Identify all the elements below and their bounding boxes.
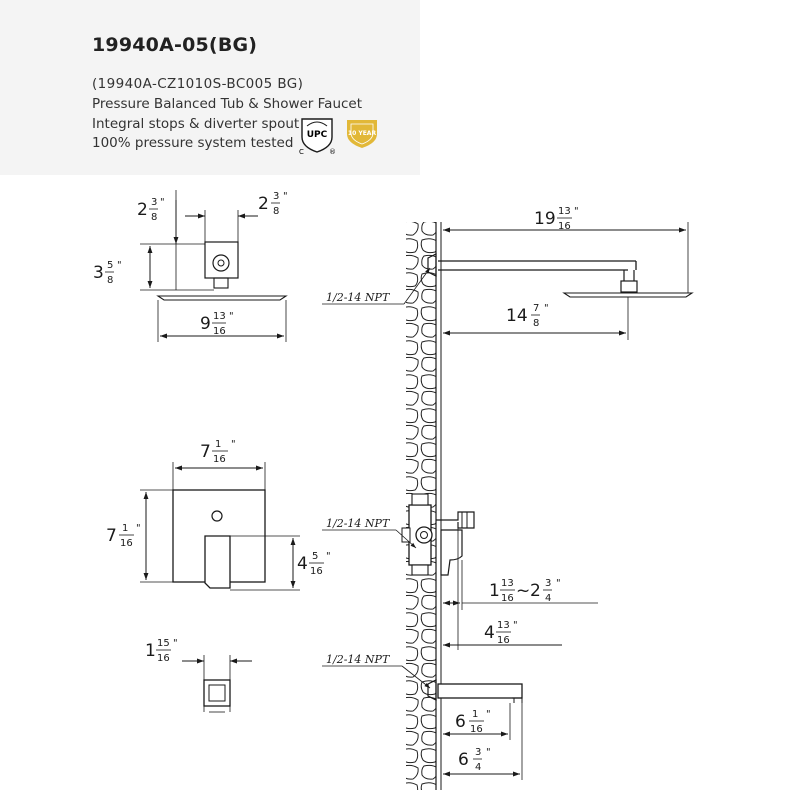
tub-spout xyxy=(427,679,523,780)
upc-cert-icon: UPC C ® xyxy=(299,118,336,155)
svg-text:13: 13 xyxy=(497,620,510,631)
dim-trim-width: 7 1 16 " xyxy=(200,439,236,465)
svg-text:9: 9 xyxy=(200,314,211,334)
upc-cert-registered: ® xyxy=(329,148,336,155)
dim-spout-short: 6 1 16 " xyxy=(455,709,491,735)
svg-text:14: 14 xyxy=(506,306,528,326)
svg-text:": " xyxy=(544,303,549,314)
svg-text:": " xyxy=(229,311,234,322)
dim-stop-width: 1 15 16 " xyxy=(145,638,178,664)
dim-spout-long: 6 3 4 " xyxy=(458,747,491,773)
svg-text:16: 16 xyxy=(213,454,226,465)
dim-handle-height: 4 5 16 " xyxy=(297,551,331,577)
svg-text:16: 16 xyxy=(501,593,514,604)
npt-callout-valve: 1/2-14 NPT xyxy=(322,517,417,549)
svg-text:8: 8 xyxy=(533,318,539,329)
dim-head-height: 3 5 8 " xyxy=(93,260,122,286)
dim-valve-depth: 1 13 16 ~ 2 3 4 " xyxy=(489,578,561,604)
model-code: (19940A-CZ1010S-BC005 BG) xyxy=(92,76,304,92)
svg-text:4: 4 xyxy=(484,623,495,643)
svg-text:1: 1 xyxy=(489,581,500,601)
header-panel: 19940A-05(BG) (19940A-CZ1010S-BC005 BG) … xyxy=(0,0,420,175)
svg-text:7: 7 xyxy=(533,303,539,314)
dim-handle-depth: 4 13 16 " xyxy=(484,620,518,646)
svg-text:8: 8 xyxy=(107,275,113,286)
svg-text:16: 16 xyxy=(310,566,323,577)
svg-text:1: 1 xyxy=(215,439,221,450)
svg-text:1: 1 xyxy=(145,641,156,661)
svg-text:13: 13 xyxy=(501,578,514,589)
dim-arm-length: 19 13 16 " xyxy=(534,206,579,232)
svg-text:6: 6 xyxy=(458,750,469,770)
svg-text:": " xyxy=(574,206,579,217)
svg-text:16: 16 xyxy=(213,326,226,337)
svg-text:4: 4 xyxy=(545,593,551,604)
svg-text:1/2-14 NPT: 1/2-14 NPT xyxy=(326,653,391,666)
npt-callout-spout: 1/2-14 NPT xyxy=(322,653,431,689)
product-description: Pressure Balanced Tub & Shower Faucet xyxy=(92,96,363,112)
dim-head-diameter: 9 13 16 " xyxy=(200,311,234,337)
svg-text:8: 8 xyxy=(151,212,157,223)
model-number: 19940A-05(BG) xyxy=(92,34,258,56)
svg-text:": " xyxy=(117,260,122,271)
svg-text:7: 7 xyxy=(106,526,117,546)
svg-text:": " xyxy=(283,191,288,202)
svg-text:7: 7 xyxy=(200,442,211,462)
svg-text:3: 3 xyxy=(475,747,481,758)
upc-cert-text: UPC xyxy=(307,130,328,140)
dim-head-top-width: 2 3 8 " xyxy=(258,191,288,217)
svg-text:": " xyxy=(486,747,491,758)
valve-body xyxy=(401,493,475,650)
svg-text:3: 3 xyxy=(151,197,157,208)
upc-cert-c: C xyxy=(299,148,304,155)
svg-text:8: 8 xyxy=(273,206,279,217)
svg-text:": " xyxy=(486,709,491,720)
svg-text:~: ~ xyxy=(516,581,530,601)
svg-text:2: 2 xyxy=(530,581,541,601)
shower-arm-assembly xyxy=(427,222,694,340)
svg-text:5: 5 xyxy=(107,260,113,271)
svg-text:15: 15 xyxy=(157,638,170,649)
svg-text:3: 3 xyxy=(273,191,279,202)
svg-text:1: 1 xyxy=(472,709,478,720)
valve-trim-plate xyxy=(140,462,300,591)
svg-text:13: 13 xyxy=(558,206,571,217)
feature-stops: Integral stops & diverter spout xyxy=(92,116,300,132)
svg-text:16: 16 xyxy=(157,653,170,664)
npt-callout-arm: 1/2-14 NPT xyxy=(322,267,431,305)
svg-text:4: 4 xyxy=(297,554,308,574)
svg-text:": " xyxy=(556,578,561,589)
svg-text:2: 2 xyxy=(258,194,269,214)
svg-text:1/2-14 NPT: 1/2-14 NPT xyxy=(326,291,391,304)
svg-text:1: 1 xyxy=(122,523,128,534)
svg-text:4: 4 xyxy=(475,762,481,773)
svg-text:": " xyxy=(136,523,141,534)
svg-text:": " xyxy=(160,197,165,208)
svg-text:19: 19 xyxy=(534,209,556,229)
warranty-badge-text: 10 YEAR xyxy=(348,130,377,137)
svg-text:16: 16 xyxy=(120,538,133,549)
svg-text:16: 16 xyxy=(470,724,483,735)
svg-text:16: 16 xyxy=(497,635,510,646)
svg-text:3: 3 xyxy=(93,263,104,283)
dim-trim-height: 7 1 16 " xyxy=(106,523,141,549)
svg-text:": " xyxy=(231,439,236,450)
stop-cover xyxy=(203,655,231,713)
svg-text:3: 3 xyxy=(545,578,551,589)
dim-arm-reach: 14 7 8 " xyxy=(506,303,549,329)
svg-text:": " xyxy=(326,551,331,562)
svg-text:6: 6 xyxy=(455,712,466,732)
svg-text:1/2-14 NPT: 1/2-14 NPT xyxy=(326,517,391,530)
svg-text:": " xyxy=(173,638,178,649)
svg-text:": " xyxy=(513,620,518,631)
warranty-badge-icon: 10 YEAR xyxy=(347,120,377,148)
svg-text:13: 13 xyxy=(213,311,226,322)
feature-tested: 100% pressure system tested xyxy=(92,135,294,151)
dim-head-top-left: 2 3 8 " xyxy=(137,197,165,223)
svg-text:2: 2 xyxy=(137,200,148,220)
svg-text:5: 5 xyxy=(312,551,318,562)
svg-text:16: 16 xyxy=(558,221,571,232)
